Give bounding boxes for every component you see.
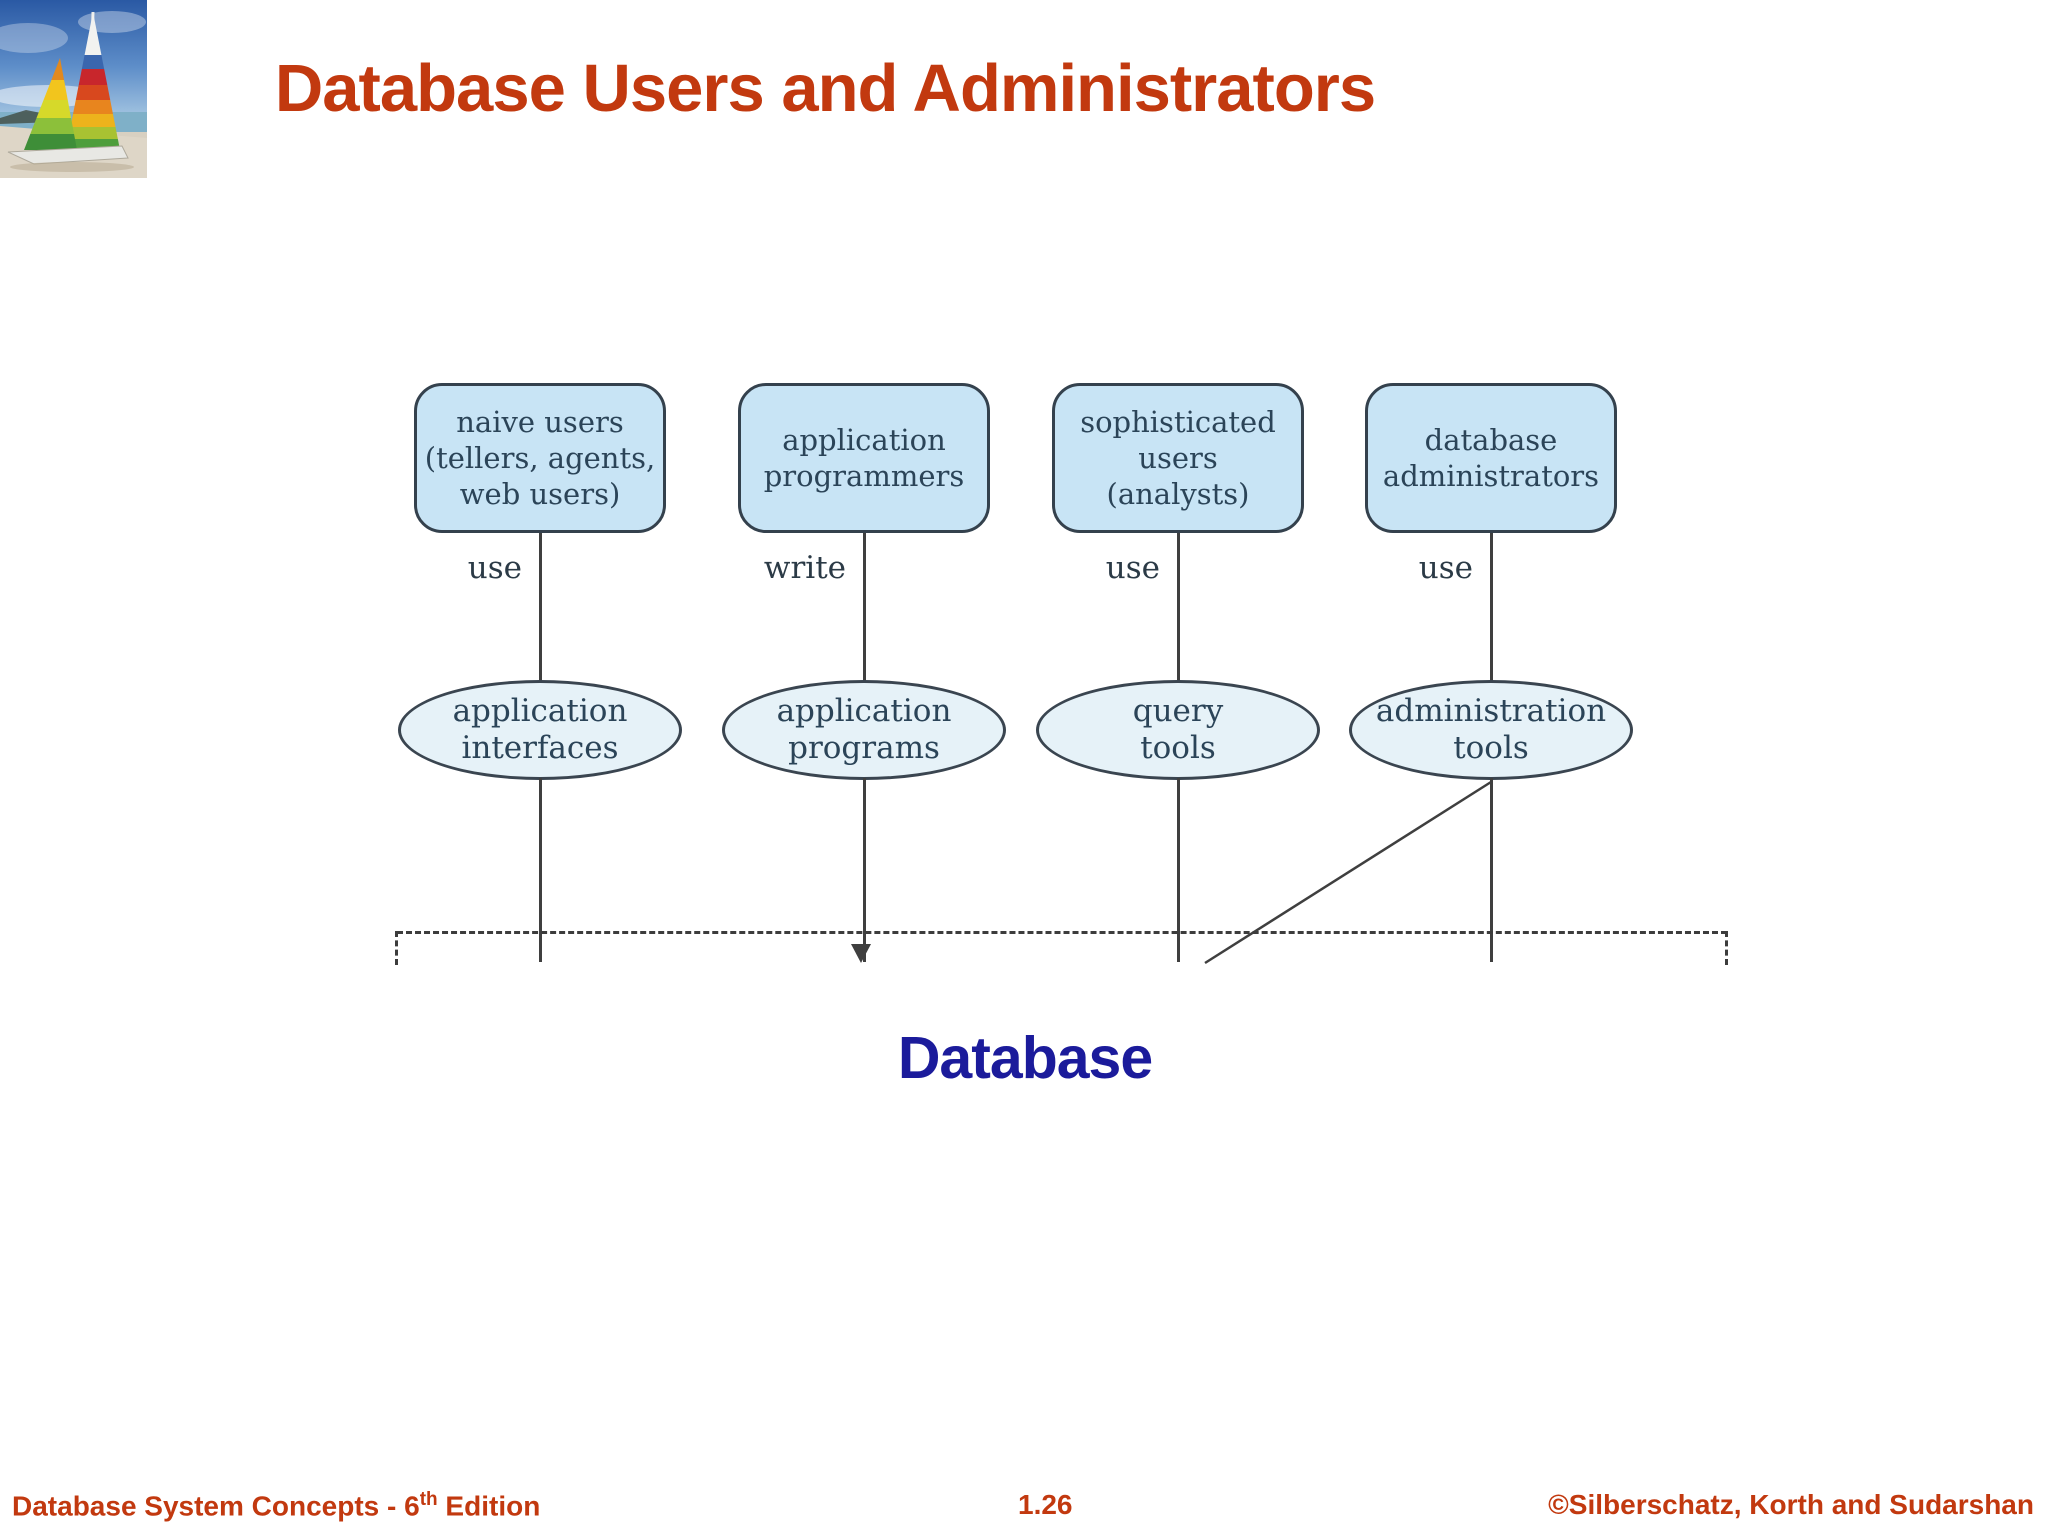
database-boundary-corner-left: [395, 931, 398, 965]
footer-copyright: ©Silberschatz, Korth and Sudarshan: [1548, 1489, 2034, 1520]
user-box-database-administrators: database administrators: [1365, 383, 1617, 533]
connector-line: [863, 778, 866, 962]
box-text-line: (tellers, agents,: [424, 441, 656, 475]
box-text-line: application: [782, 423, 946, 457]
user-box-naive-users: naive users (tellers, agents, web users): [414, 383, 666, 533]
verb-label-write: write: [763, 550, 846, 586]
connector-line: [539, 533, 542, 683]
verb-label-use-1: use: [467, 550, 522, 586]
arrowhead-down-icon: [851, 944, 871, 963]
user-box-sophisticated-users: sophisticated users (analysts): [1052, 383, 1304, 533]
database-boundary-dashed-line: [397, 931, 1727, 934]
box-text-line: users: [1138, 441, 1218, 475]
connector-line: [1490, 533, 1493, 683]
ellipse-application-programs: application programs: [722, 680, 1006, 780]
verb-label-use-3: use: [1105, 550, 1160, 586]
box-text-line: sophisticated: [1080, 405, 1276, 439]
footer-page-number: 1.26: [1018, 1489, 1073, 1520]
ellipse-text-line: tools: [1140, 730, 1216, 766]
page-title: Database Users and Administrators: [274, 51, 1376, 126]
box-text-line: administrators: [1382, 459, 1600, 493]
box-text-line: programmers: [763, 459, 965, 493]
footer: Database System Concepts - 6th Edition 1…: [0, 1489, 2048, 1529]
sailboat-logo: [0, 0, 147, 178]
ellipse-text-line: programs: [788, 730, 940, 766]
footer-book-title-sup: th: [419, 1489, 438, 1510]
connector-line: [1177, 778, 1180, 962]
ellipse-text-line: application: [452, 693, 628, 729]
connector-line: [863, 533, 866, 683]
database-boundary-corner-right: [1725, 931, 1728, 965]
ellipse-text-line: application: [776, 693, 952, 729]
ellipse-query-tools: query tools: [1036, 680, 1320, 780]
user-box-application-programmers: application programmers: [738, 383, 990, 533]
connector-line: [1177, 533, 1180, 683]
footer-book-title-main: Database System Concepts - 6: [12, 1490, 420, 1522]
ellipse-text-line: query: [1132, 693, 1224, 729]
box-text-line: web users): [459, 477, 621, 511]
connector-line: [1490, 778, 1493, 962]
footer-book-title-rest: Edition: [437, 1490, 541, 1522]
box-text-line: database: [1424, 423, 1558, 457]
ellipse-text-line: administration: [1375, 693, 1607, 729]
connector-line: [539, 778, 542, 962]
verb-label-use-4: use: [1418, 550, 1473, 586]
ellipse-text-line: tools: [1453, 730, 1529, 766]
ellipse-administration-tools: administration tools: [1349, 680, 1633, 780]
box-text-line: (analysts): [1106, 477, 1250, 511]
database-label: Database: [897, 1025, 1153, 1091]
ellipse-text-line: interfaces: [461, 730, 619, 766]
ellipse-application-interfaces: application interfaces: [398, 680, 682, 780]
footer-book-title: Database System Concepts - 6th Edition: [12, 1489, 540, 1522]
box-text-line: naive users: [456, 405, 624, 439]
